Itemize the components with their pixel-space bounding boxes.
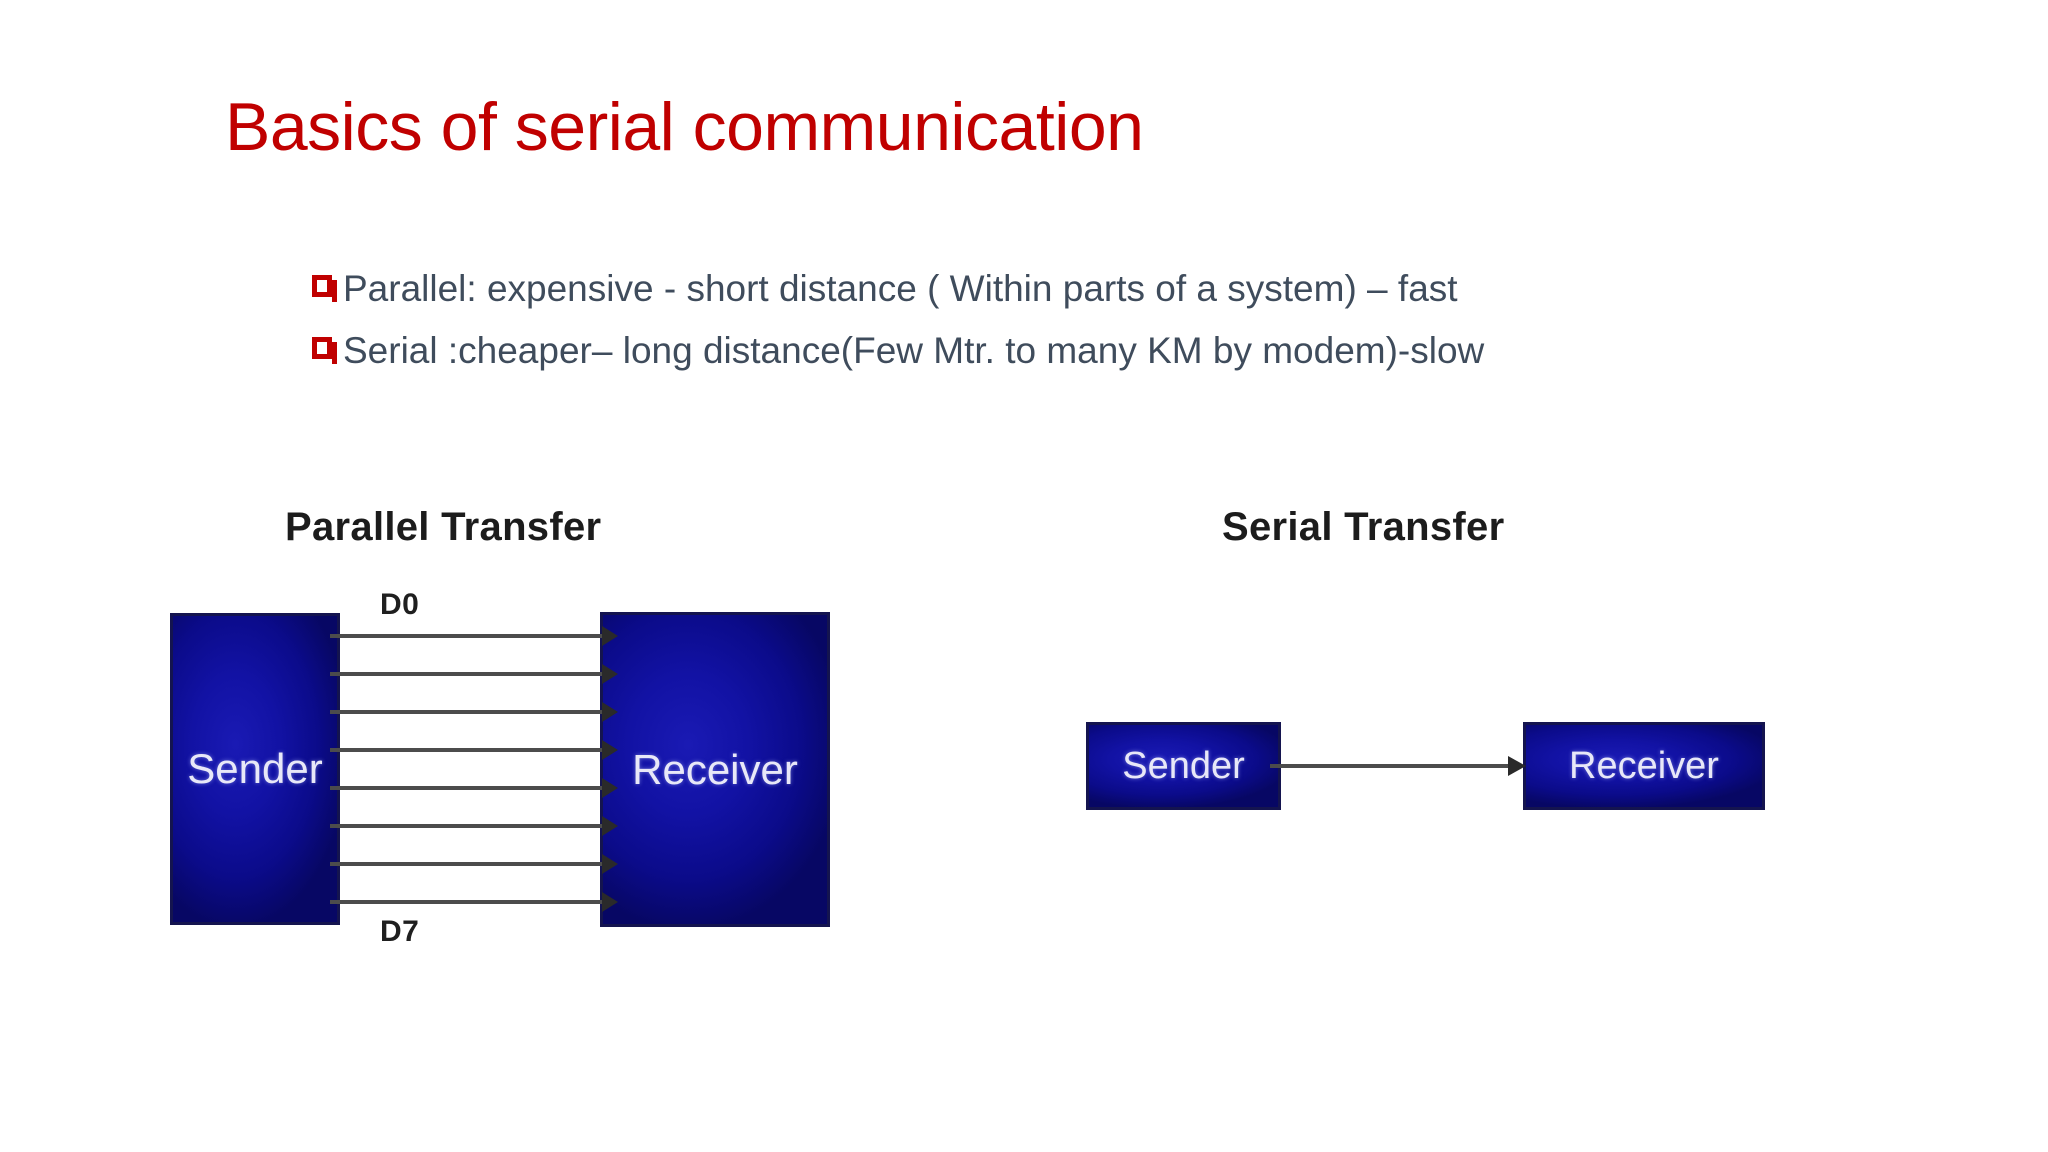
parallel-transfer-heading: Parallel Transfer (285, 505, 602, 549)
square-bullet-icon (310, 320, 343, 382)
parallel-bus-arrows (330, 626, 618, 912)
list-item: Parallel: expensive - short distance ( W… (310, 258, 1870, 320)
square-bullet-icon (310, 258, 343, 320)
list-item-label: Serial :cheaper– long distance(Few Mtr. … (343, 330, 1485, 371)
bus-label-d0: D0 (380, 588, 420, 621)
serial-sender-box: Sender (1086, 722, 1281, 810)
serial-receiver-box: Receiver (1523, 722, 1765, 810)
list-item: Serial :cheaper– long distance(Few Mtr. … (310, 320, 1870, 382)
parallel-sender-box: Sender (170, 613, 340, 925)
serial-transfer-heading: Serial Transfer (1222, 505, 1505, 549)
parallel-receiver-box: Receiver (600, 612, 830, 927)
bus-label-d7: D7 (380, 915, 420, 948)
serial-link-arrow (1270, 756, 1526, 776)
page-title: Basics of serial communication (225, 89, 1144, 165)
bullet-list: Parallel: expensive - short distance ( W… (310, 258, 1870, 382)
list-item-label: Parallel: expensive - short distance ( W… (343, 268, 1458, 309)
